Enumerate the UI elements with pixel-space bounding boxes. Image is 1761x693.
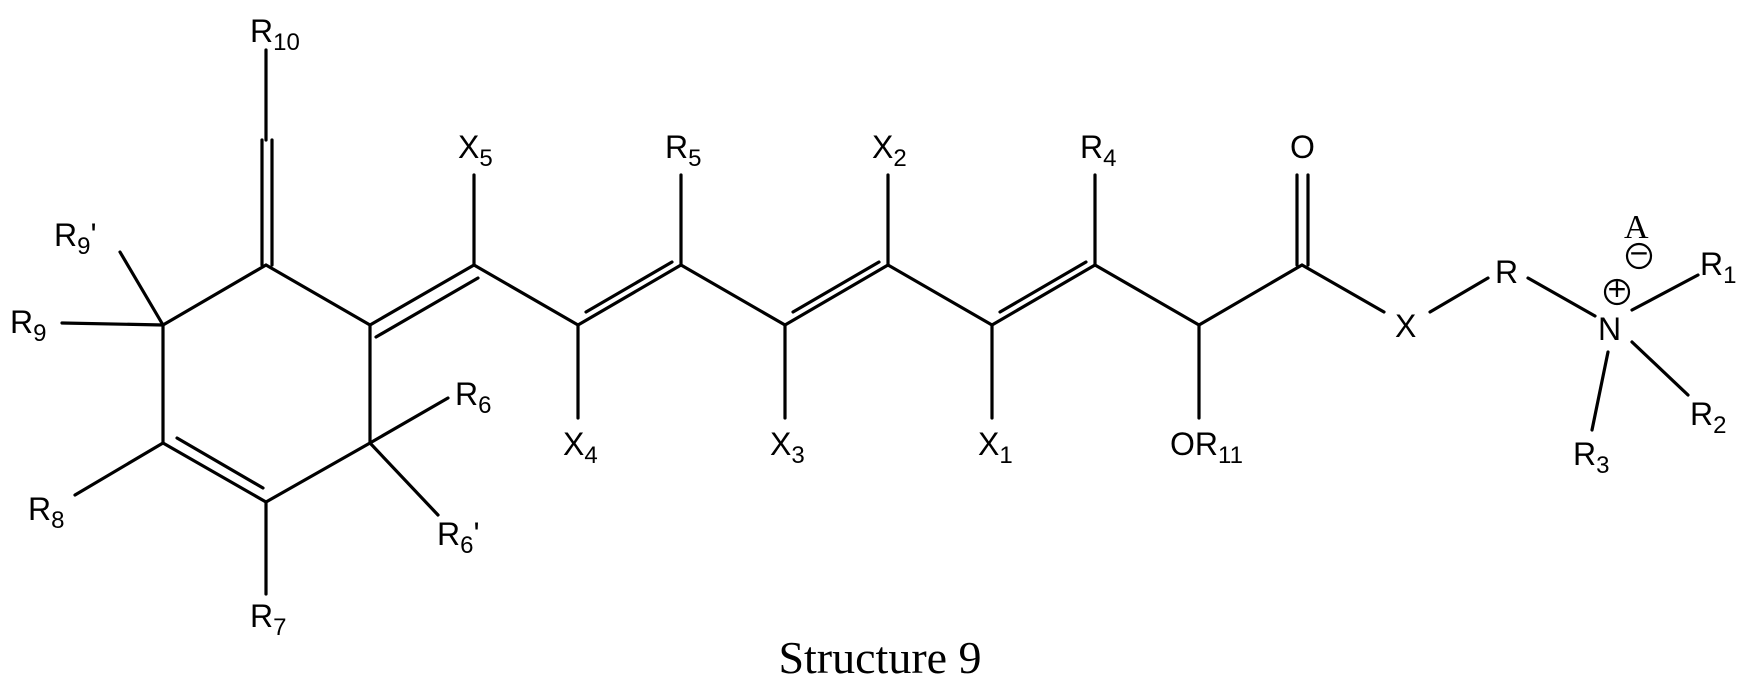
bond-r9p [120, 252, 163, 325]
chain-bond-7-inner [1000, 262, 1086, 312]
label-r4: R4 [1080, 129, 1116, 172]
ring-bond-c1-c2 [163, 265, 266, 325]
label-r9: R9 [10, 304, 46, 347]
bond-x-r [1430, 278, 1488, 312]
label-nitrogen: N [1598, 311, 1621, 347]
label-r10: R10 [250, 13, 300, 56]
chain-bond-5 [785, 265, 888, 325]
label-minus: − [1630, 235, 1649, 271]
label-r2: R2 [1690, 396, 1726, 439]
label-x5: X5 [458, 129, 493, 172]
label-or11: OR11 [1170, 426, 1243, 469]
bond-r8 [75, 443, 163, 495]
label-r6: R6 [455, 376, 491, 419]
bond-r-n [1528, 278, 1595, 316]
label-r3: R3 [1573, 436, 1609, 479]
chain-bond-4 [681, 265, 785, 325]
chain-bond-1-inner [376, 278, 478, 337]
bond-r6p [370, 443, 438, 515]
ring-bond-c3-c4 [163, 443, 266, 502]
label-r7: R7 [250, 598, 286, 641]
chain-bond-9 [1199, 265, 1302, 325]
bond-c-x [1302, 265, 1384, 312]
chain-bond-7 [992, 265, 1095, 325]
label-r: R [1495, 254, 1518, 290]
chain-bond-3 [578, 265, 681, 325]
ring-bond-c6-c1 [266, 265, 370, 325]
figure-caption: Structure 9 [778, 632, 981, 683]
label-x2: X2 [872, 129, 907, 172]
bond-r9 [62, 323, 163, 325]
label-r6-prime: R6' [437, 516, 480, 559]
label-r8: R8 [28, 491, 64, 534]
label-x1: X1 [978, 426, 1013, 469]
chain-bond-3-inner [586, 262, 672, 312]
chain-bond-2 [474, 265, 578, 325]
label-carbonyl-o: O [1290, 129, 1315, 165]
chain-bond-1 [370, 265, 474, 325]
ring-bond-c3-c4-inner [177, 438, 263, 488]
label-x4: X4 [563, 426, 598, 469]
atom-labels: R10 R9' R9 R8 R7 R6 R6' X5 X4 R5 X3 X2 X… [10, 13, 1736, 641]
chain-bond-5-inner [793, 262, 879, 312]
label-plus: + [1608, 271, 1627, 307]
bond-n-r2 [1632, 342, 1688, 395]
bond-n-r1 [1632, 275, 1698, 310]
bond-r6 [370, 398, 448, 443]
label-x3: X3 [770, 426, 805, 469]
chain-bond-6 [888, 265, 992, 325]
label-r5: R5 [665, 129, 701, 172]
label-x: X [1395, 308, 1416, 344]
chain-bond-8 [1095, 265, 1199, 325]
label-r1: R1 [1700, 246, 1736, 289]
bond-n-r3 [1592, 352, 1608, 430]
label-r9-prime: R9' [54, 217, 97, 260]
ring-bond-c4-c5 [266, 443, 370, 502]
